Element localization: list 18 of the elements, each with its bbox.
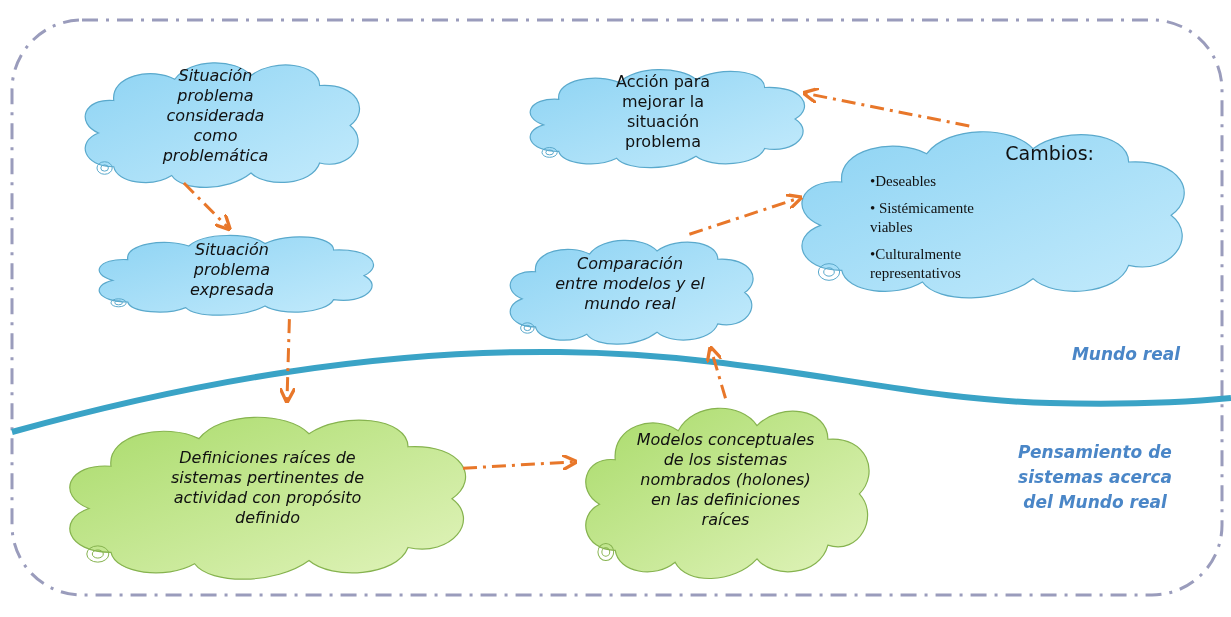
cloud-text: Cambios: (1005, 142, 1095, 164)
bullet-item: •Culturalmente representativos (870, 245, 963, 283)
cloud-text: Acción para mejorar la situación problema (614, 72, 712, 152)
arrow (462, 453, 579, 472)
arrow (278, 319, 297, 405)
arrow (801, 86, 970, 128)
bullet-item: • Sistémicamente viables (870, 199, 975, 237)
arrow (688, 193, 804, 236)
region-label: Pensamiento de sistemas acerca del Mundo real (1017, 441, 1173, 514)
cloud-text: Definiciones raíces de sistemas pertinentes de actividad con propósito definido (170, 448, 365, 528)
cloud-text: Comparación entre modelos y el mundo real (555, 254, 705, 314)
region-label: Mundo real (1070, 343, 1180, 366)
cloud-text: Situación problema considerada como problemática (161, 66, 270, 166)
bullet-item: •Deseables (870, 172, 938, 191)
cloud-text: Modelos conceptuales de los sistemas nombrados (holones) en las definiciones raíces (635, 430, 816, 530)
arrow (182, 181, 233, 232)
cloud-text: Situación problema expresada (189, 240, 275, 300)
arrow (705, 344, 727, 399)
